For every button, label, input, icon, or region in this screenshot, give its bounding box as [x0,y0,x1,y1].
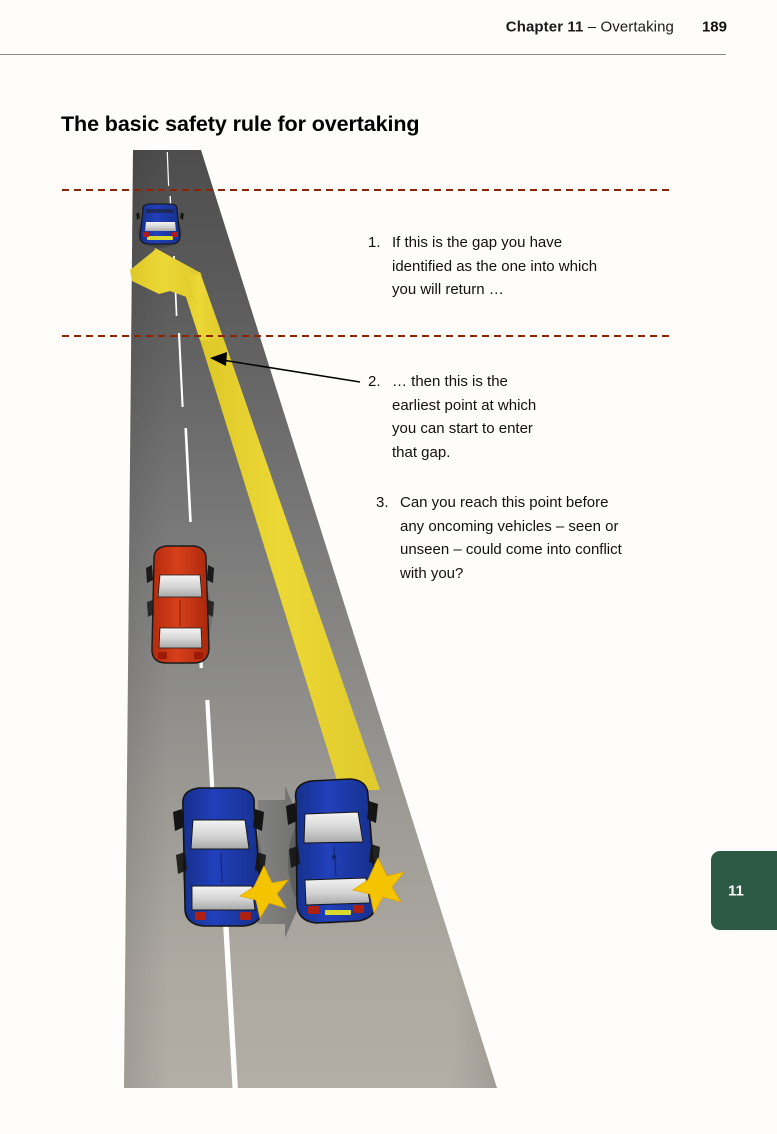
chapter-side-tab: 11 [711,851,777,930]
centre-lane-marking [166,151,238,1089]
callout-number-2: 2. [368,373,381,390]
page-number: 189 [701,18,727,36]
header-divider [0,54,726,55]
callout-number-1: 1. [368,234,381,251]
page-title: The basic safety rule for overtaking [61,112,420,137]
callout-2-pointer [210,352,361,383]
header-separator: – [583,18,601,36]
callout-text-3: Can you reach this point before any onco… [400,494,622,582]
page-header: Chapter 11 – Overtaking 189 [0,0,777,56]
indicator-flash-right-car [352,857,406,915]
callout-item-2: 2. … then this is the earliest point at … [368,370,548,464]
callout-item-3: 3. Can you reach this point before any o… [376,491,636,585]
header-breadcrumb: Chapter 11 – Overtaking [506,19,674,36]
callout-text-1: If this is the gap you have identified a… [392,234,598,298]
header-topic-label: Overtaking [600,18,674,36]
overtaking-vehicle-before [173,787,289,927]
callout-text-2: … then this is the earliest point at whi… [392,373,537,461]
indicator-flash-left-car [239,865,289,920]
overtaking-vehicle-after [286,778,406,924]
callout-item-1: 1. If this is the gap you have identifie… [368,231,598,302]
lead-vehicle-ahead [136,203,184,248]
header-chapter-label: Chapter 11 [505,18,584,36]
overtaking-path-arrow [130,248,380,790]
lane-change-arrow [258,786,318,938]
overtaken-vehicle [146,545,214,664]
callout-number-3: 3. [376,494,389,511]
chapter-side-tab-label: 11 [728,882,744,899]
